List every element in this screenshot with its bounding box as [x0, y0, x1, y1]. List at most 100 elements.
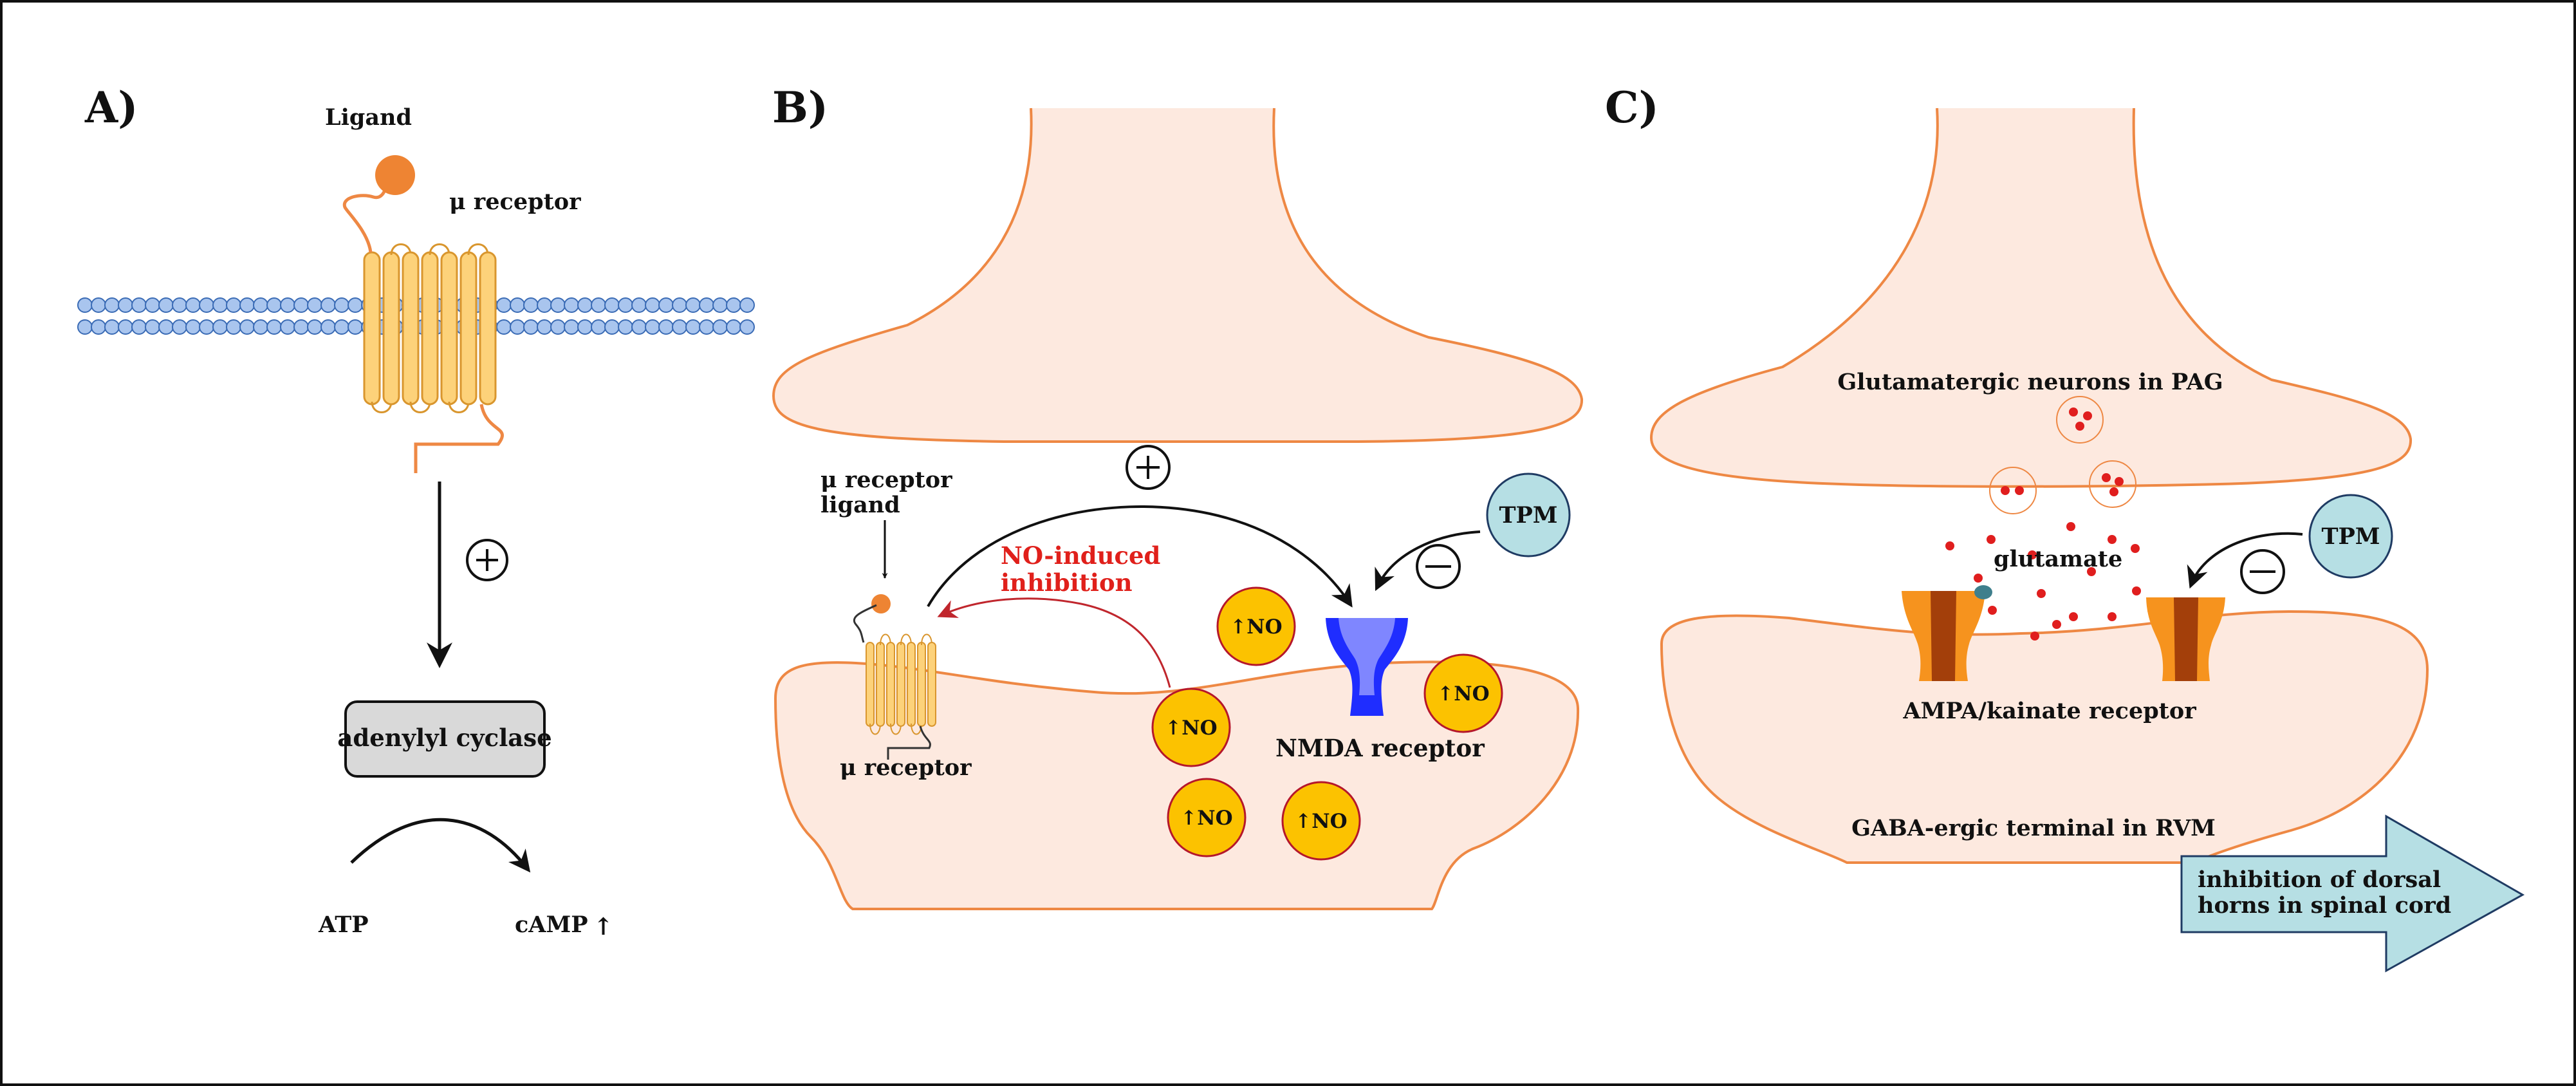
glutamate-molecule: [1945, 541, 1954, 550]
ligand-label-line2: ligand: [820, 492, 900, 518]
glutamate-molecule: [1974, 574, 1983, 583]
glutamate-molecule: [2015, 486, 2024, 495]
panel-b-letter: B): [772, 82, 828, 133]
lipid-head: [199, 319, 214, 335]
lipid-head: [172, 297, 187, 313]
lipid-head: [320, 319, 336, 335]
lipid-head: [726, 319, 741, 335]
lipid-head: [685, 297, 701, 313]
lipid-head: [293, 297, 309, 313]
glutamate-vesicle: [1989, 467, 2037, 514]
lipid-head: [131, 297, 147, 313]
glutamate-molecule: [2102, 473, 2111, 482]
glutamate-molecule: [2052, 620, 2061, 629]
transmembrane-helix: [421, 251, 439, 406]
ampa-receptor-right-icon: [2146, 597, 2225, 681]
lipid-head: [172, 319, 187, 335]
lipid-head: [685, 319, 701, 335]
glutamate-molecule: [2069, 612, 2078, 621]
tpm-label: TPM: [2321, 523, 2380, 550]
lipid-head: [645, 297, 660, 313]
no-inhibition-line1: NO-induced: [1001, 541, 1160, 570]
camp-label: cAMP: [515, 912, 588, 938]
transmembrane-helix: [440, 251, 458, 406]
glutamate-molecule: [2115, 477, 2124, 486]
transmembrane-helix: [876, 642, 885, 727]
lipid-head: [307, 319, 322, 335]
tpm-label: TPM: [1499, 502, 1557, 529]
tpm-inhibition-arrow: [1375, 530, 1481, 592]
camp-increase-arrow: ↑: [593, 912, 613, 941]
lipid-head: [537, 319, 552, 335]
tpm-bubble: [1486, 473, 1571, 557]
no-vesicle-label: ↑NO: [1180, 807, 1232, 830]
glutamate-molecule: [2075, 422, 2084, 431]
outcome-line2: horns in spinal cord: [2198, 892, 2451, 919]
glutamate-molecule: [2108, 535, 2117, 544]
lipid-head: [726, 297, 741, 313]
lipid-head: [510, 297, 525, 313]
lipid-head: [158, 319, 174, 335]
glutamate-vesicles: [1989, 396, 2136, 514]
lipid-head: [672, 319, 687, 335]
lipid-head: [158, 297, 174, 313]
glutamate-molecule: [2069, 407, 2078, 417]
nmda-receptor-label: NMDA receptor: [1275, 734, 1485, 762]
lipid-head: [320, 297, 336, 313]
lipid-head: [118, 319, 133, 335]
lipid-head: [226, 297, 241, 313]
glutamate-molecule: [2001, 486, 2010, 495]
no-vesicles: ↑NO↑NO↑NO↑NO↑NO: [1151, 586, 1503, 861]
lipid-head: [658, 297, 674, 313]
postsynaptic-terminal: [1660, 610, 2429, 864]
lipid-head: [658, 319, 674, 335]
lipid-head: [510, 319, 525, 335]
activation-arrow: [927, 505, 1353, 608]
no-vesicle-shape: [1281, 781, 1361, 861]
lipid-head: [347, 319, 363, 335]
lipid-head: [104, 297, 120, 313]
presynaptic-terminal: [1649, 108, 2413, 488]
lipid-head: [577, 297, 593, 313]
lipid-head: [550, 297, 566, 313]
panel-c-letter: C): [1605, 82, 1659, 133]
lipid-head: [307, 297, 322, 313]
mu-receptor-7tm: [866, 633, 936, 735]
glutamate-molecule: [1988, 606, 1997, 615]
lipid-head: [496, 297, 512, 313]
ligand-label-line1: μ receptor: [820, 467, 952, 493]
no-vesicle: ↑NO: [1216, 586, 1296, 666]
transmembrane-helix: [459, 251, 477, 406]
transmembrane-helix: [866, 642, 875, 727]
glutamate-molecules: [1945, 522, 2156, 641]
presynaptic-terminal: [772, 108, 1584, 443]
glutamate-molecule: [2087, 567, 2096, 576]
glutamate-molecule: [2108, 612, 2117, 621]
lipid-head: [699, 297, 714, 313]
lipid-head: [604, 297, 620, 313]
transmembrane-helix: [363, 251, 381, 406]
lipid-head: [604, 319, 620, 335]
lipid-head: [577, 319, 593, 335]
lipid-head: [185, 297, 201, 313]
lipid-head: [712, 297, 728, 313]
transmembrane-helix: [479, 251, 497, 406]
lipid-head: [564, 297, 579, 313]
no-vesicle-shape: [1216, 586, 1296, 666]
lipid-head: [631, 297, 647, 313]
lipid-head: [591, 319, 606, 335]
glutamate-molecule: [2132, 586, 2141, 595]
lipid-head: [739, 319, 755, 335]
lipid-head: [226, 319, 241, 335]
lipid-head: [212, 297, 228, 313]
lipid-head: [104, 319, 120, 335]
panel-b: B) μ receptor ligand μ receptor NO-induc…: [772, 82, 1584, 910]
no-vesicle-shape: [1423, 653, 1503, 733]
no-inhibition-line2: inhibition: [1001, 568, 1133, 597]
lipid-head: [253, 319, 268, 335]
panel-c: C) Glutamatergic neurons in PAG GABA-erg…: [1605, 82, 2525, 973]
glutamate-molecule: [1987, 535, 1996, 544]
lipid-head: [645, 319, 660, 335]
glutamate-vesicle: [2056, 396, 2104, 444]
no-vesicle-label: ↑NO: [1165, 716, 1217, 740]
